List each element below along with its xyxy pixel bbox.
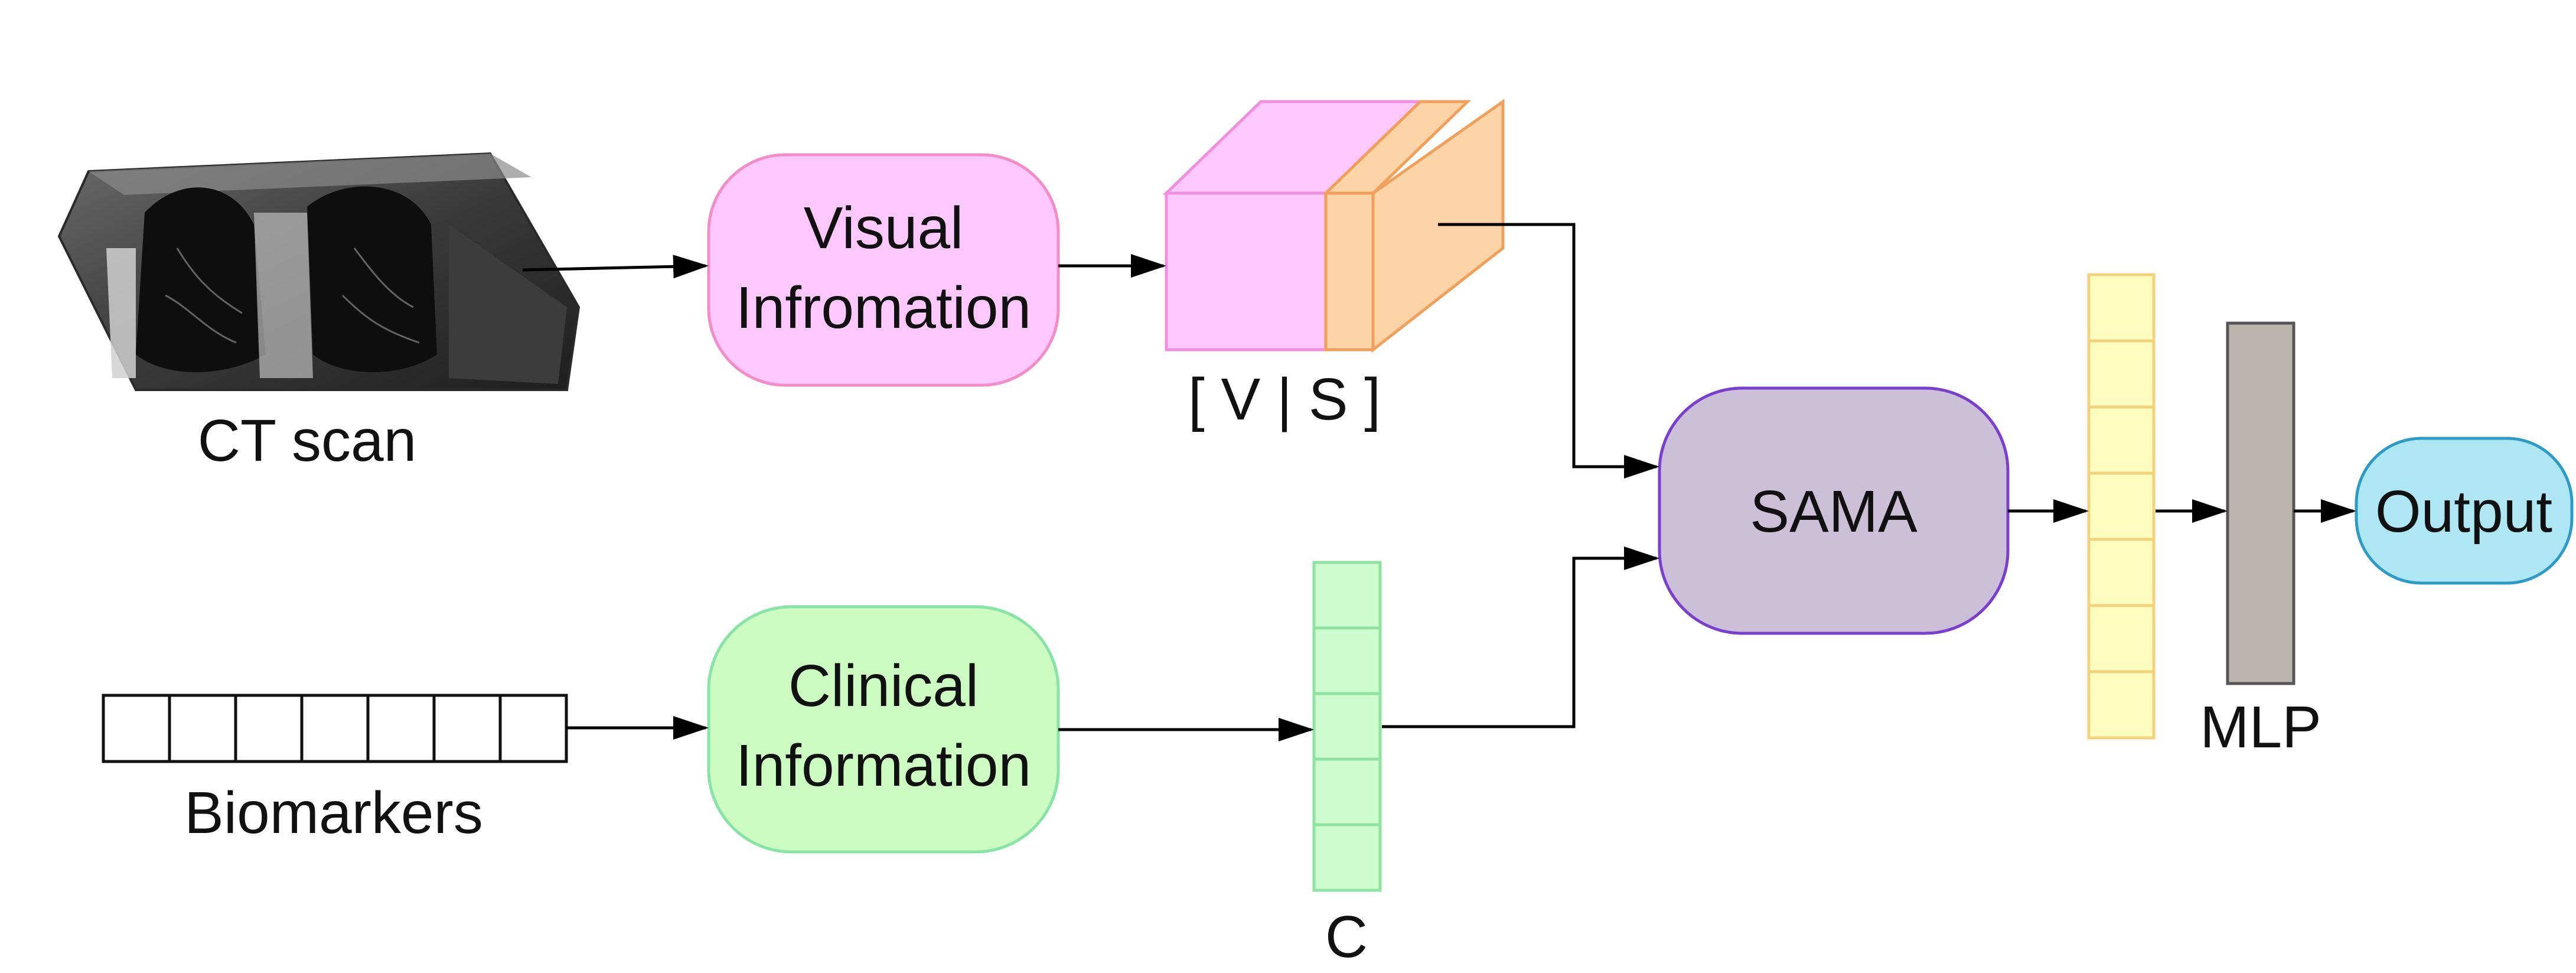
biomarker-cell	[102, 694, 171, 763]
connectors	[522, 223, 2356, 741]
c-feature-label: C	[1325, 904, 1368, 970]
output-label: Output	[2375, 479, 2552, 545]
c-vector-cell	[1312, 626, 1382, 695]
biomarker-cell	[366, 694, 436, 763]
c-vector-cell	[1312, 561, 1382, 630]
visual-information-label-line1: Visual	[804, 195, 964, 261]
clinical-information-node: Clinical Information	[707, 605, 1060, 854]
sama-label: SAMA	[1750, 479, 1918, 545]
biomarkers-label: Biomarkers	[184, 780, 483, 846]
biomarker-cell	[432, 694, 502, 763]
biomarker-cell	[498, 694, 568, 763]
arrow-vs-to-sama	[1438, 223, 1659, 479]
clinical-feature-vector	[1312, 561, 1382, 892]
arrow-c-to-sama	[1382, 546, 1659, 728]
output-node: Output	[2355, 437, 2574, 585]
fused-feature-vector	[2087, 273, 2156, 740]
visual-semantic-feature-block	[1162, 99, 1505, 353]
fused-vector-cell	[2087, 339, 2156, 409]
ct-scan-icon	[57, 152, 581, 391]
biomarker-cell	[234, 694, 304, 763]
ct-scan-label: CT scan	[198, 408, 417, 474]
fused-vector-cell	[2087, 538, 2156, 607]
fused-vector-cell	[2087, 405, 2156, 475]
clinical-information-label-line1: Clinical	[788, 653, 979, 719]
mlp-label: MLP	[2200, 694, 2321, 760]
clinical-information-label-line2: Information	[736, 733, 1031, 799]
c-vector-cell	[1312, 823, 1382, 892]
biomarker-vector	[102, 694, 568, 763]
visual-information-label-line2: Infromation	[736, 275, 1031, 341]
fused-vector-cell	[2087, 670, 2156, 740]
mlp-block	[2226, 321, 2295, 685]
biomarker-cell	[168, 694, 237, 763]
fused-vector-cell	[2087, 471, 2156, 541]
biomarker-cell	[300, 694, 370, 763]
fused-vector-cell	[2087, 273, 2156, 343]
c-vector-cell	[1312, 692, 1382, 761]
visual-information-node: Visual Infromation	[707, 153, 1060, 387]
fused-vector-cell	[2087, 604, 2156, 673]
c-vector-cell	[1312, 757, 1382, 826]
arrow-ct-to-visual	[522, 255, 709, 279]
vs-feature-label: [ V | S ]	[1188, 366, 1381, 432]
sama-node: SAMA	[1658, 386, 2010, 635]
